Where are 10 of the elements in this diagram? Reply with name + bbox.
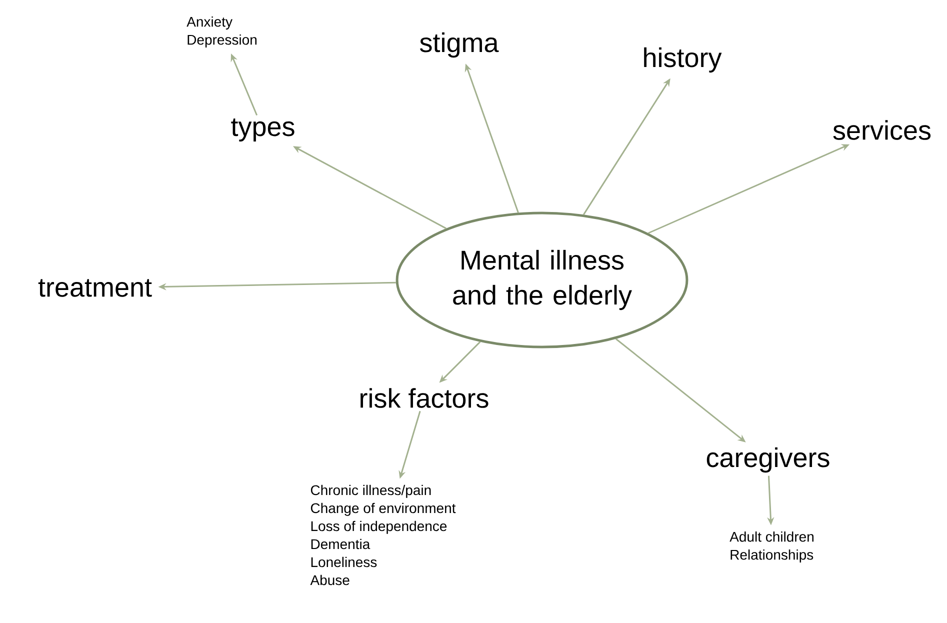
topic-label: treatment [38, 279, 152, 297]
topic-label: types [231, 118, 294, 142]
item-list: Adult children Relationships [730, 531, 814, 563]
item-list: Anxiety Depression [186, 16, 256, 48]
item-list: Chronic illness/pain Change of environment Loss of independence Dementia Loneliness Abuse [310, 484, 456, 586]
topic-label: stigma [420, 32, 499, 58]
topic-label: history [644, 47, 722, 73]
topic-label: caregivers [706, 447, 830, 473]
topic-label: risk factors [360, 388, 488, 408]
topic-label: services [833, 120, 931, 140]
